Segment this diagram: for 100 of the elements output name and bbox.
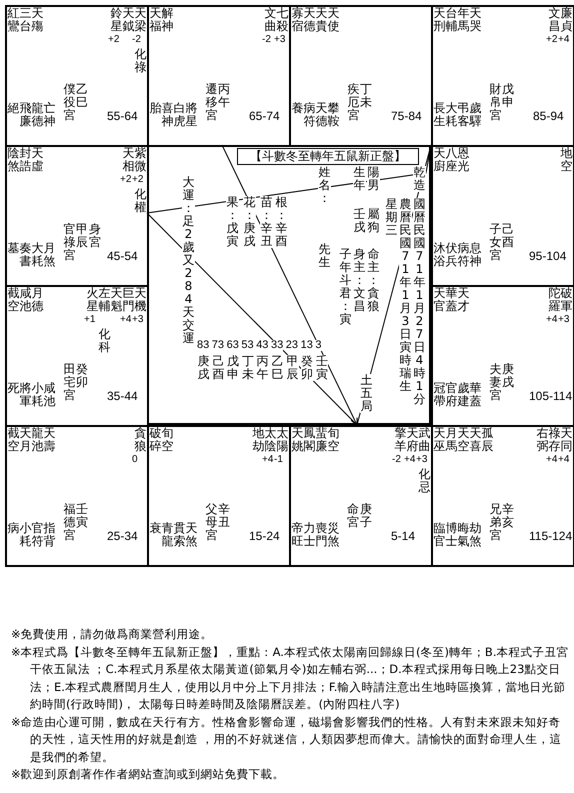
transformation-marker: 化權: [134, 188, 147, 214]
brightness-value: +3: [132, 314, 144, 325]
brightness-value: +1: [84, 314, 96, 325]
star-name: 天空: [457, 427, 470, 453]
star-name: 天貴: [316, 7, 328, 33]
star-name: 天煞: [185, 522, 198, 548]
brightness-value: -2: [262, 34, 271, 45]
palace-name: 父母宮: [205, 503, 218, 542]
star-name: 天機: [134, 287, 147, 313]
star-name: 天刑: [433, 7, 446, 33]
star-name: 月煞: [43, 242, 56, 268]
chart-text: 乙巳: [271, 355, 284, 381]
star-name: 絕: [7, 102, 20, 115]
star-name: 將星: [185, 102, 198, 128]
brightness-value: +4: [120, 314, 132, 325]
star-name: 祿存: [548, 427, 561, 453]
star-name: 寡宿: [291, 7, 304, 33]
chart-text: 乾造: [413, 166, 426, 192]
star-name: 墓: [7, 242, 20, 255]
star-name: 天喜: [469, 427, 482, 453]
star-name: 八座: [445, 147, 458, 173]
palace-name: 疾厄宮: [347, 83, 360, 122]
palace-name: 官祿宮: [63, 223, 76, 262]
star-name: 貪狼: [134, 427, 147, 453]
chart-text: 土五局: [360, 374, 373, 413]
decade-age: 43: [256, 340, 268, 351]
star-name: 破碎: [149, 427, 162, 453]
chart-text: 命主：貪狼: [367, 248, 380, 313]
star-name: 天姚: [291, 427, 304, 453]
star-name: 飛廉: [19, 102, 32, 128]
stem-branch: 甲辰: [76, 223, 89, 251]
brightness-value: +2: [108, 34, 120, 45]
star-name: 官府: [445, 382, 458, 408]
chart-text: 屬狗: [367, 208, 380, 234]
star-name: 攀鞍: [328, 102, 340, 128]
chart-text: 丁未: [241, 355, 254, 381]
chart-text: 壬寅: [315, 355, 328, 381]
star-name: 咸池: [44, 382, 56, 408]
palace-name: 子女宮: [489, 223, 502, 262]
star-name: 小耗: [19, 522, 32, 548]
chart-text: 農曆民國71年1月3日寅時瑞生: [399, 198, 412, 393]
star-name: 年馬: [457, 7, 470, 33]
decade-age: 63: [226, 340, 239, 351]
transformation-marker: 化科: [98, 328, 111, 354]
chart-title-box: [237, 148, 419, 165]
star-name: 歲建: [457, 382, 470, 408]
brightness-value: +2: [120, 174, 132, 185]
star-name: 天哭: [469, 7, 482, 33]
stem-branch: 己酉: [502, 223, 515, 251]
star-name: 指背: [43, 522, 56, 548]
stem-branch: 壬寅: [76, 503, 89, 531]
decade-age: 3: [315, 340, 322, 351]
star-name: 恩光: [457, 147, 470, 173]
star-name: 文昌: [548, 7, 561, 33]
brightness-value: +3: [416, 454, 428, 465]
age-range: 75-84: [391, 111, 422, 122]
star-name: 災煞: [327, 522, 340, 548]
brightness-value: +3: [274, 34, 286, 45]
star-name: 天虛: [31, 147, 44, 173]
star-name: 天月: [19, 427, 32, 453]
star-name: 華蓋: [469, 382, 482, 408]
star-name: 旬空: [327, 427, 340, 453]
stem-branch: 乙巳: [76, 83, 89, 111]
star-name: 咸池: [19, 287, 32, 313]
star-name: 青龍: [161, 522, 174, 548]
star-name: 天使: [327, 7, 340, 33]
star-name: 擎羊: [394, 427, 407, 453]
palace-cell: [431, 285, 574, 427]
star-name: 截空: [7, 287, 20, 313]
star-name: 天官: [433, 287, 446, 313]
chart-text: 先生: [318, 243, 331, 269]
palace-name: 夫妻宮: [489, 363, 502, 402]
age-range: 55-64: [107, 111, 138, 122]
chart-text: 國曆民國71年1月27日4時1分: [413, 198, 426, 406]
chart-text: 子年斗君：寅: [339, 248, 352, 326]
age-range: 5-14: [391, 531, 416, 542]
star-name: 帝旺: [291, 522, 304, 548]
star-name: 三台: [20, 7, 32, 33]
star-name: 七殺: [276, 7, 289, 33]
star-name: 右弼: [536, 427, 548, 453]
palace-cell: [5, 285, 149, 427]
star-name: 月德: [32, 287, 44, 313]
footnote: ※免費使用，請勿做爲商業營利用途。: [10, 626, 214, 643]
star-name: 天廚: [433, 147, 446, 173]
star-name: 歲驛: [469, 102, 482, 128]
star-name: 天德: [303, 7, 316, 33]
brightness-value: +2: [546, 34, 558, 45]
star-name: 天殤: [31, 7, 44, 33]
chart-title: 【斗數冬至轉年五鼠新正盤】: [249, 151, 407, 162]
footnote: ※命造由心運可開，數成在天行有方。性格會影響命運，磁場會影響我們的性格。人有對未來跟未知好奇的天性，這天性用的好就是創造 ，用的不好就迷信，人類因夢想而偉大。請愉快的面對命理人生，這是我們的希望。: [10, 714, 563, 766]
star-name: 孤辰: [481, 427, 494, 453]
palace-cell: [431, 425, 574, 567]
star-name: 太陽: [276, 427, 289, 453]
chart-text: 果：戊寅: [226, 196, 239, 248]
star-name: 弔客: [457, 102, 470, 128]
brightness-value: +4: [546, 454, 558, 465]
chart-text: 己酉: [212, 355, 225, 381]
age-range: 25-34: [107, 531, 138, 542]
star-name: 天壽: [44, 427, 56, 453]
footnote: ※本程式爲【斗數冬至轉年五鼠新正盤】，重點：A.本程式依太陽南回歸線日(冬至)轉年；B.本程式子丑宮干依五鼠法 ；C.本程式月系星依太陽黃道(節氣月令)如左輔右弼...；D.本程式採用每日晚上23點交日法；E.本程式農曆閏月生人，使用以月中分上下月排法；F.輸入時請注意出生地時區換算，當地日光節約時間(行政時間)， 太陽每日時差時間及陰陽曆誤差。(內附四柱八字): [10, 644, 570, 713]
